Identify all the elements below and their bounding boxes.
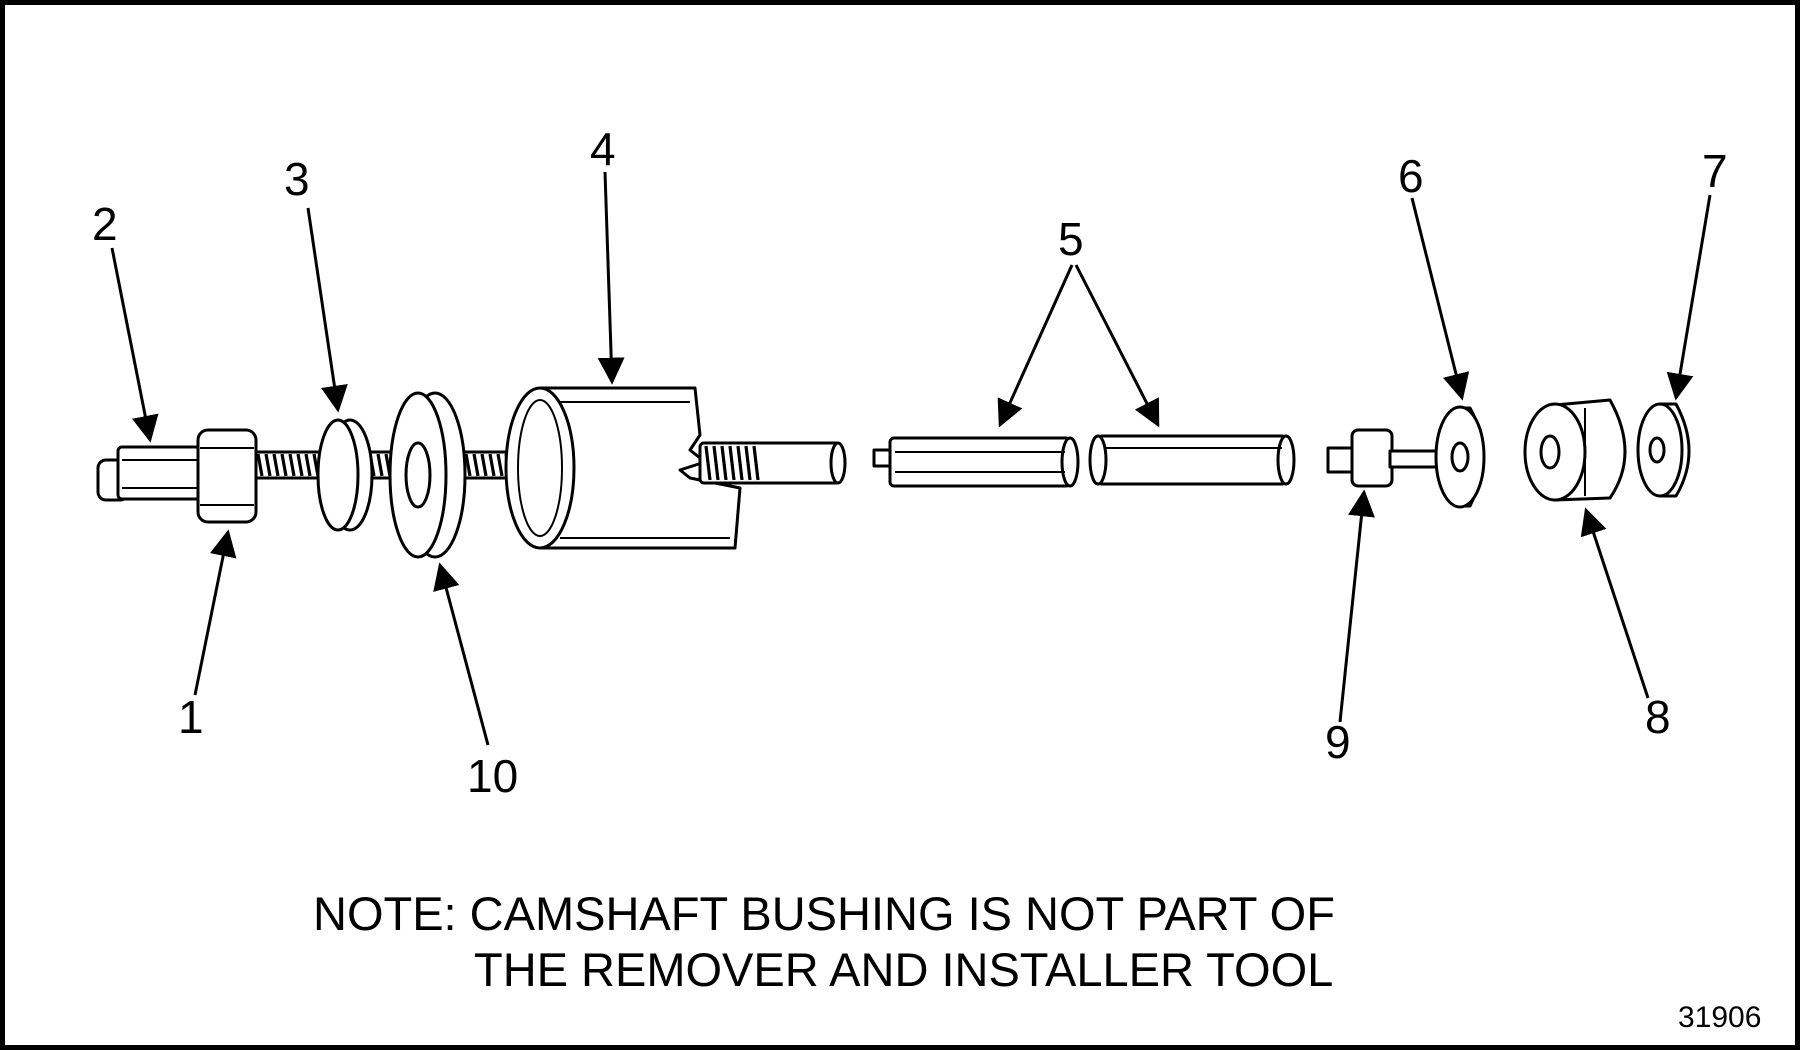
thread-mark bbox=[728, 445, 736, 481]
part-3-washer bbox=[316, 418, 374, 532]
callout-7: 7 bbox=[1702, 145, 1728, 197]
thread-mark bbox=[752, 445, 760, 481]
leader-10 bbox=[433, 562, 490, 746]
thread-mark bbox=[496, 453, 504, 477]
thread-mark bbox=[376, 453, 384, 477]
callout-9: 9 bbox=[1325, 716, 1351, 768]
part-6-adapter bbox=[1434, 405, 1486, 509]
thread-mark bbox=[488, 453, 496, 477]
note-line-2: THE REMOVER AND INSTALLER TOOL bbox=[474, 943, 1333, 996]
thread-mark bbox=[720, 445, 728, 481]
thread-mark bbox=[464, 453, 472, 477]
thread-mark bbox=[256, 453, 264, 477]
callout-8: 8 bbox=[1645, 691, 1671, 743]
callout-2: 2 bbox=[92, 198, 118, 250]
callout-5: 5 bbox=[1058, 213, 1084, 265]
leader-5a bbox=[997, 264, 1074, 428]
thread-mark bbox=[280, 453, 288, 477]
part-10-thrust-washer bbox=[388, 391, 467, 559]
callout-3: 3 bbox=[284, 153, 310, 205]
leader-6 bbox=[1410, 197, 1470, 401]
thread-mark bbox=[296, 453, 304, 477]
thread-mark bbox=[736, 445, 744, 481]
leader-9 bbox=[1338, 489, 1375, 723]
leader-2 bbox=[110, 247, 159, 443]
figure-number: 31906 bbox=[1678, 1001, 1761, 1034]
callout-6: 6 bbox=[1398, 150, 1424, 202]
thread-mark bbox=[712, 445, 720, 481]
part-2-rod-end bbox=[96, 445, 210, 502]
part-1-hex-nut bbox=[196, 428, 258, 524]
thread-mark bbox=[288, 453, 296, 477]
thread-mark bbox=[304, 453, 312, 477]
leader-3 bbox=[306, 207, 348, 413]
leader-lines bbox=[110, 171, 1712, 746]
part-5-extension-bar-a bbox=[872, 436, 1080, 488]
shaft-end bbox=[698, 441, 847, 485]
thread-mark bbox=[264, 453, 272, 477]
thread-mark bbox=[744, 445, 752, 481]
part-5-extension-bar-b bbox=[1088, 434, 1296, 486]
part-4-receiver-cup bbox=[504, 386, 742, 550]
callout-1: 1 bbox=[178, 691, 204, 743]
leader-5b bbox=[1074, 264, 1160, 428]
thread-mark bbox=[272, 453, 280, 477]
thread-mark bbox=[704, 445, 712, 481]
part-8-bushing-sleeve bbox=[1523, 398, 1627, 502]
callout-10: 10 bbox=[467, 750, 518, 802]
thread-mark bbox=[480, 453, 488, 477]
callout-4: 4 bbox=[590, 123, 616, 175]
leader-4 bbox=[597, 171, 625, 385]
part-7-end-washer bbox=[1636, 402, 1691, 498]
note-line-1: NOTE: CAMSHAFT BUSHING IS NOT PART OF bbox=[313, 887, 1335, 940]
leader-1 bbox=[193, 529, 237, 696]
leader-7 bbox=[1666, 194, 1712, 401]
thread-mark bbox=[472, 453, 480, 477]
leader-8 bbox=[1580, 507, 1650, 699]
